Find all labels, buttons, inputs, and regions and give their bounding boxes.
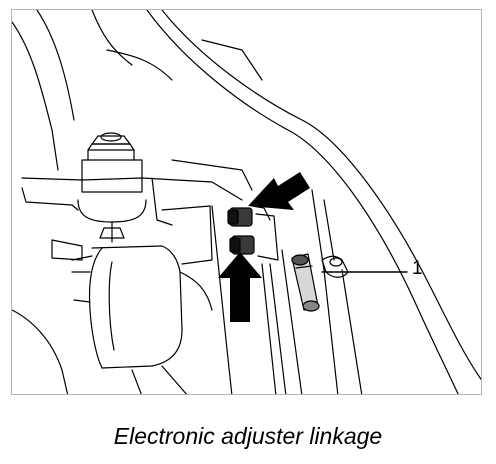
callout-number-1: 1 (412, 258, 423, 279)
arrow-upper-right (248, 172, 310, 210)
body-panel-outline (12, 10, 481, 394)
arrow-lower-up (218, 252, 262, 322)
direction-arrows (218, 172, 310, 322)
strut-bracket (21, 132, 253, 243)
panel-edges (261, 189, 363, 394)
figure-caption: Electronic adjuster linkage (113, 423, 383, 449)
line-drawing (12, 10, 481, 394)
linkage-bushings (227, 205, 279, 261)
adjuster-linkage-rod (291, 253, 349, 312)
hub-assembly (12, 205, 233, 394)
figure-frame (11, 9, 482, 395)
